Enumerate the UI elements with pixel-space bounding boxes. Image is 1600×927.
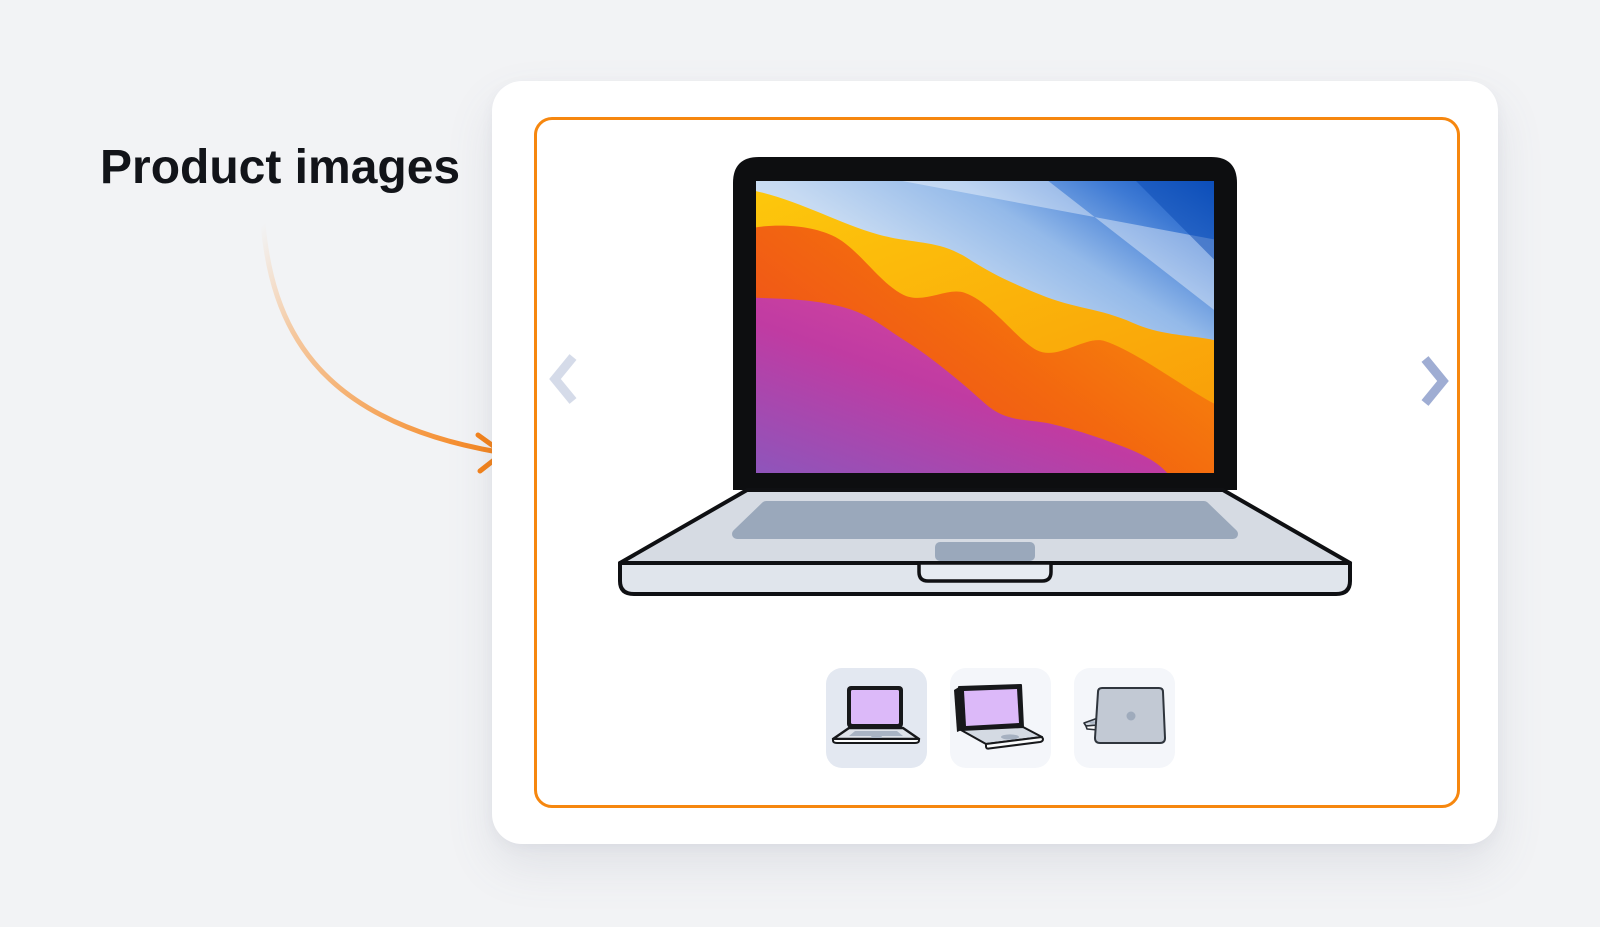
product-main-image	[600, 140, 1370, 610]
laptop-angled-icon	[954, 684, 1044, 750]
laptop-rear-icon	[1083, 687, 1166, 744]
product-images-card	[492, 81, 1498, 844]
thumbnail-angled-view[interactable]	[950, 668, 1051, 768]
laptop-front-icon	[831, 686, 921, 744]
thumbnail-list	[826, 668, 1175, 768]
carousel-next-button[interactable]	[1410, 351, 1458, 411]
chevron-right-icon	[1421, 356, 1449, 406]
chevron-left-icon	[549, 354, 577, 404]
highlight-border	[534, 117, 1460, 808]
carousel-prev-button[interactable]	[540, 349, 588, 409]
thumbnail-rear-view[interactable]	[1074, 668, 1175, 768]
annotation-label: Product images	[100, 141, 461, 194]
thumbnail-front-view[interactable]	[826, 668, 927, 768]
laptop-illustration	[618, 157, 1352, 596]
